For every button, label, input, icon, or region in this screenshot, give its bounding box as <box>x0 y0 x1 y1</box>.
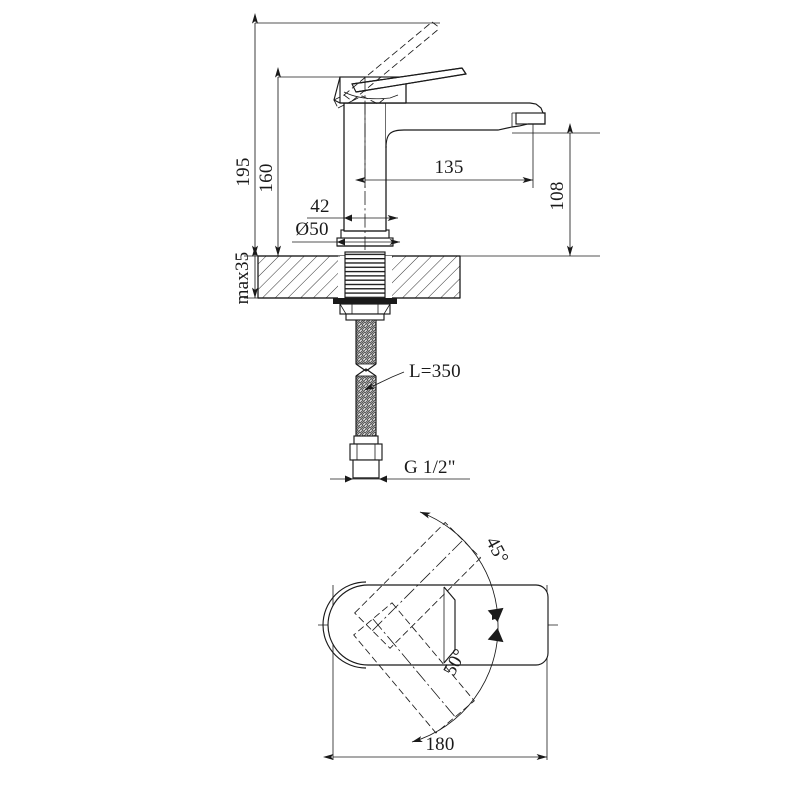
label-l350-text: L=350 <box>409 361 461 382</box>
topview-spout-body <box>322 581 549 669</box>
label-l350: L=350 <box>363 361 461 391</box>
top-view: 45° 50° 180 <box>318 511 560 761</box>
lever-handle-closed <box>351 67 467 93</box>
angle-45-label: 45° <box>481 533 512 567</box>
dim-135-label: 135 <box>434 157 463 178</box>
dim-160-label: 160 <box>256 163 277 192</box>
dim-108: 108 <box>460 123 600 257</box>
dim-42: 42 <box>307 196 399 222</box>
dim-108-label: 108 <box>547 181 568 210</box>
dim-195: 195 <box>233 13 259 257</box>
dim-max35: max35 <box>232 246 259 305</box>
lever-position-45deg <box>354 521 482 649</box>
dim-180: 180 <box>323 734 548 761</box>
dim-d50-label: Ø50 <box>295 219 328 240</box>
lever-position-50deg <box>353 602 475 734</box>
dim-42-label: 42 <box>310 196 329 217</box>
dim-d50: Ø50 <box>292 219 401 246</box>
label-g12-text: G 1/2" <box>404 457 456 478</box>
tap-shank <box>344 251 386 303</box>
dim-160: 160 <box>256 67 282 257</box>
label-g12: G 1/2" <box>330 457 470 483</box>
fixing-nut <box>333 298 397 321</box>
flexible-hose <box>355 319 377 437</box>
hose-connector <box>349 435 383 479</box>
dim-max35-label: max35 <box>232 252 253 305</box>
dim-180-label: 180 <box>425 734 454 755</box>
dim-195-label: 195 <box>233 157 254 186</box>
dim-135: 135 <box>355 103 534 188</box>
front-elevation-view: 195 160 max35 42 Ø50 <box>232 13 600 483</box>
